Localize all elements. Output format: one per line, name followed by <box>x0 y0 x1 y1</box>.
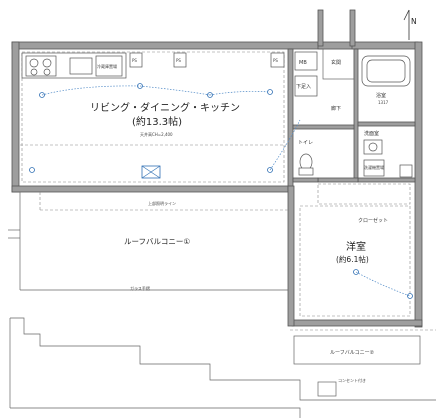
shoe-label: 下足入 <box>296 84 311 90</box>
bath-label: 浴室 <box>376 92 386 99</box>
wiring-lines <box>41 85 411 297</box>
ldk-name: リビング・ダイニング・キッチン <box>90 101 240 114</box>
toilet-room: トイレ <box>298 140 314 176</box>
exterior-walls <box>11 9 423 328</box>
ldk-symbols <box>29 83 273 179</box>
ldk-size: (約13.3帖) <box>132 115 182 128</box>
ps-label-3: PS <box>273 58 278 63</box>
toilet-label: トイレ <box>298 140 313 146</box>
balcony-main-label: ルーフバルコニー① <box>124 237 190 246</box>
western-size: (約6.1帖) <box>336 254 369 264</box>
western-ceiling <box>299 205 411 317</box>
shoe-box <box>294 75 318 97</box>
ps-label-2: PS <box>176 58 181 63</box>
ps-box-1 <box>129 52 143 68</box>
corridor-label: 廊下 <box>331 105 341 112</box>
western-outlet <box>407 293 413 299</box>
compass-letter: N <box>411 17 417 26</box>
fridge-note: 冷蔵庫置場 <box>97 63 117 69</box>
light-note: 上部照明ライン <box>148 200 176 206</box>
compact-note: コンセント付き <box>338 377 366 383</box>
outer-boundary: コンセント付き <box>9 317 436 418</box>
closet-area <box>317 183 411 205</box>
balcony-small-label: ルーフバルコニー② <box>330 350 375 356</box>
ps-box-3 <box>270 52 285 68</box>
washroom-label: 洗面室 <box>364 130 379 137</box>
mb-label: MB <box>299 60 307 66</box>
western-name: 洋室 <box>346 240 366 253</box>
glass-note: ガラス手摺 <box>130 285 150 291</box>
ps-label-1: PS <box>132 58 137 63</box>
closet-label: クローゼット <box>358 217 388 224</box>
roof-balcony-small <box>293 335 421 365</box>
bath-size: 1317 <box>378 100 389 105</box>
mb-box <box>294 51 318 71</box>
washer-note: 洗濯機置場 <box>364 164 384 170</box>
bathroom: 浴室 1317 <box>361 55 411 105</box>
entrance-area <box>322 48 355 80</box>
washroom: 洗面室 洗濯機置場 <box>363 130 413 178</box>
compass: N <box>403 9 417 40</box>
entrance-label: 玄関 <box>331 59 341 66</box>
roof-balcony-main: ルーフバルコニー① ガラス手摺 上部照明ライン <box>8 192 288 291</box>
ps-box-2 <box>173 52 187 68</box>
ldk-ceiling: 天井高CH=2,400 <box>140 131 173 137</box>
kitchen-counter: 冷蔵庫置場 <box>21 52 127 79</box>
